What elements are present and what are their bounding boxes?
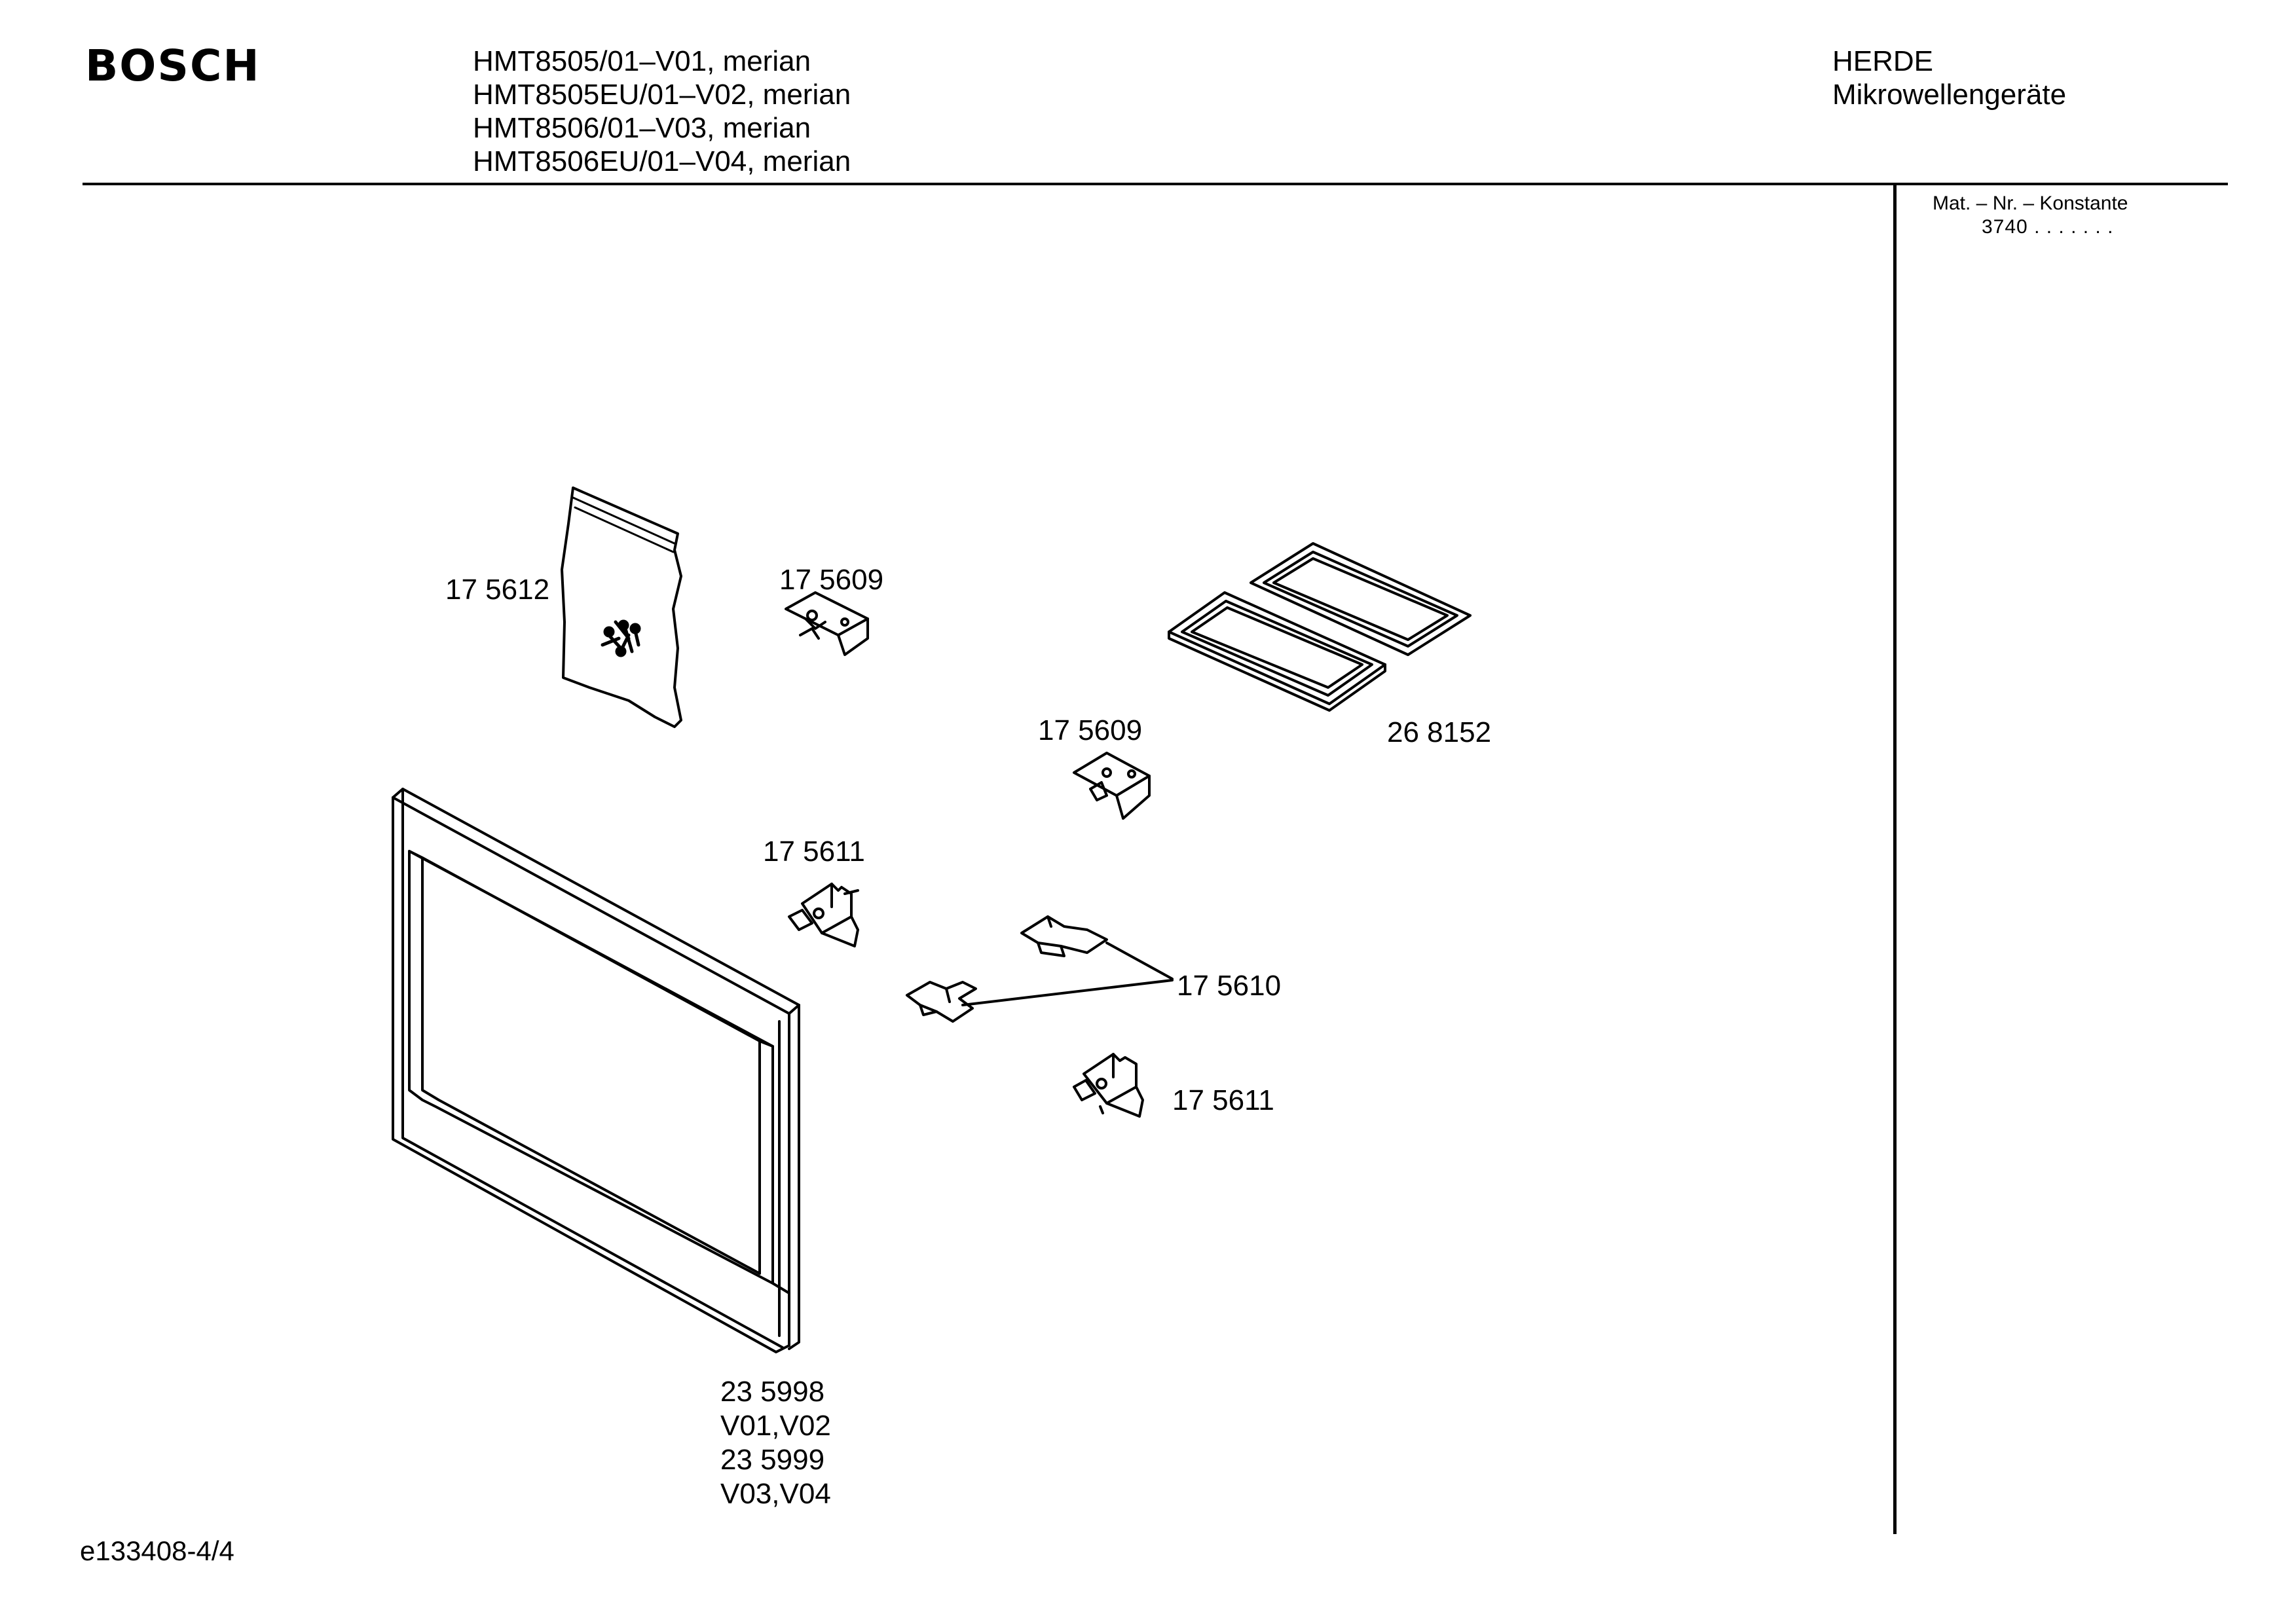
document-id: e133408-4/4	[80, 1535, 234, 1566]
part-label-bracket-top: 17 5609	[779, 564, 883, 596]
mat-nr-value: 3740 . . . . . . .	[1982, 216, 2114, 238]
mat-nr-label: Mat. – Nr. – Konstante	[1933, 192, 2128, 214]
screw-bag-drawing	[561, 486, 682, 728]
header-divider	[83, 183, 2228, 185]
model-line: HMT8505/01–V01, merian	[473, 45, 811, 77]
sidebar-divider	[1893, 185, 1897, 1534]
part-label-bracket-left: 17 5611	[763, 835, 865, 868]
model-line: HMT8506EU/01–V04, merian	[473, 145, 851, 177]
bracket-175609-mid-drawing	[1073, 752, 1151, 820]
bracket-175609-top-drawing	[785, 591, 869, 656]
model-list: HMT8505/01–V01, merian HMT8505EU/01–V02,…	[473, 45, 851, 178]
category-subtitle: Mikrowellengeräte	[1832, 79, 2067, 111]
trays-268152-drawing	[1168, 542, 1472, 712]
model-line: HMT8506/01–V03, merian	[473, 112, 811, 144]
part-label-frame-1: 23 5998	[720, 1376, 824, 1408]
category-title: HERDE	[1832, 45, 1934, 77]
brand-logo: BOSCH	[85, 41, 261, 91]
bracket-175611-left-drawing	[788, 883, 859, 947]
part-label-clips: 17 5610	[1177, 970, 1281, 1002]
model-line: HMT8505EU/01–V02, merian	[473, 79, 851, 111]
clips-175610-drawing	[906, 915, 1108, 1023]
part-label-bracket-mid: 17 5609	[1038, 714, 1142, 746]
part-label-frame-variant-2: V03,V04	[720, 1478, 831, 1510]
category-block: HERDE Mikrowellengeräte	[1832, 45, 2066, 111]
part-label-bracket-bottom: 17 5611	[1172, 1084, 1274, 1116]
part-label-frame-2: 23 5999	[720, 1444, 824, 1476]
part-label-trays: 26 8152	[1387, 716, 1491, 748]
frame-drawing	[392, 788, 800, 1353]
part-label-bag: 17 5612	[445, 574, 549, 606]
clip-leader-lines	[961, 942, 1174, 1006]
bracket-175611-bottom-drawing	[1073, 1053, 1144, 1118]
part-label-frame-variant-1: V01,V02	[720, 1410, 831, 1442]
